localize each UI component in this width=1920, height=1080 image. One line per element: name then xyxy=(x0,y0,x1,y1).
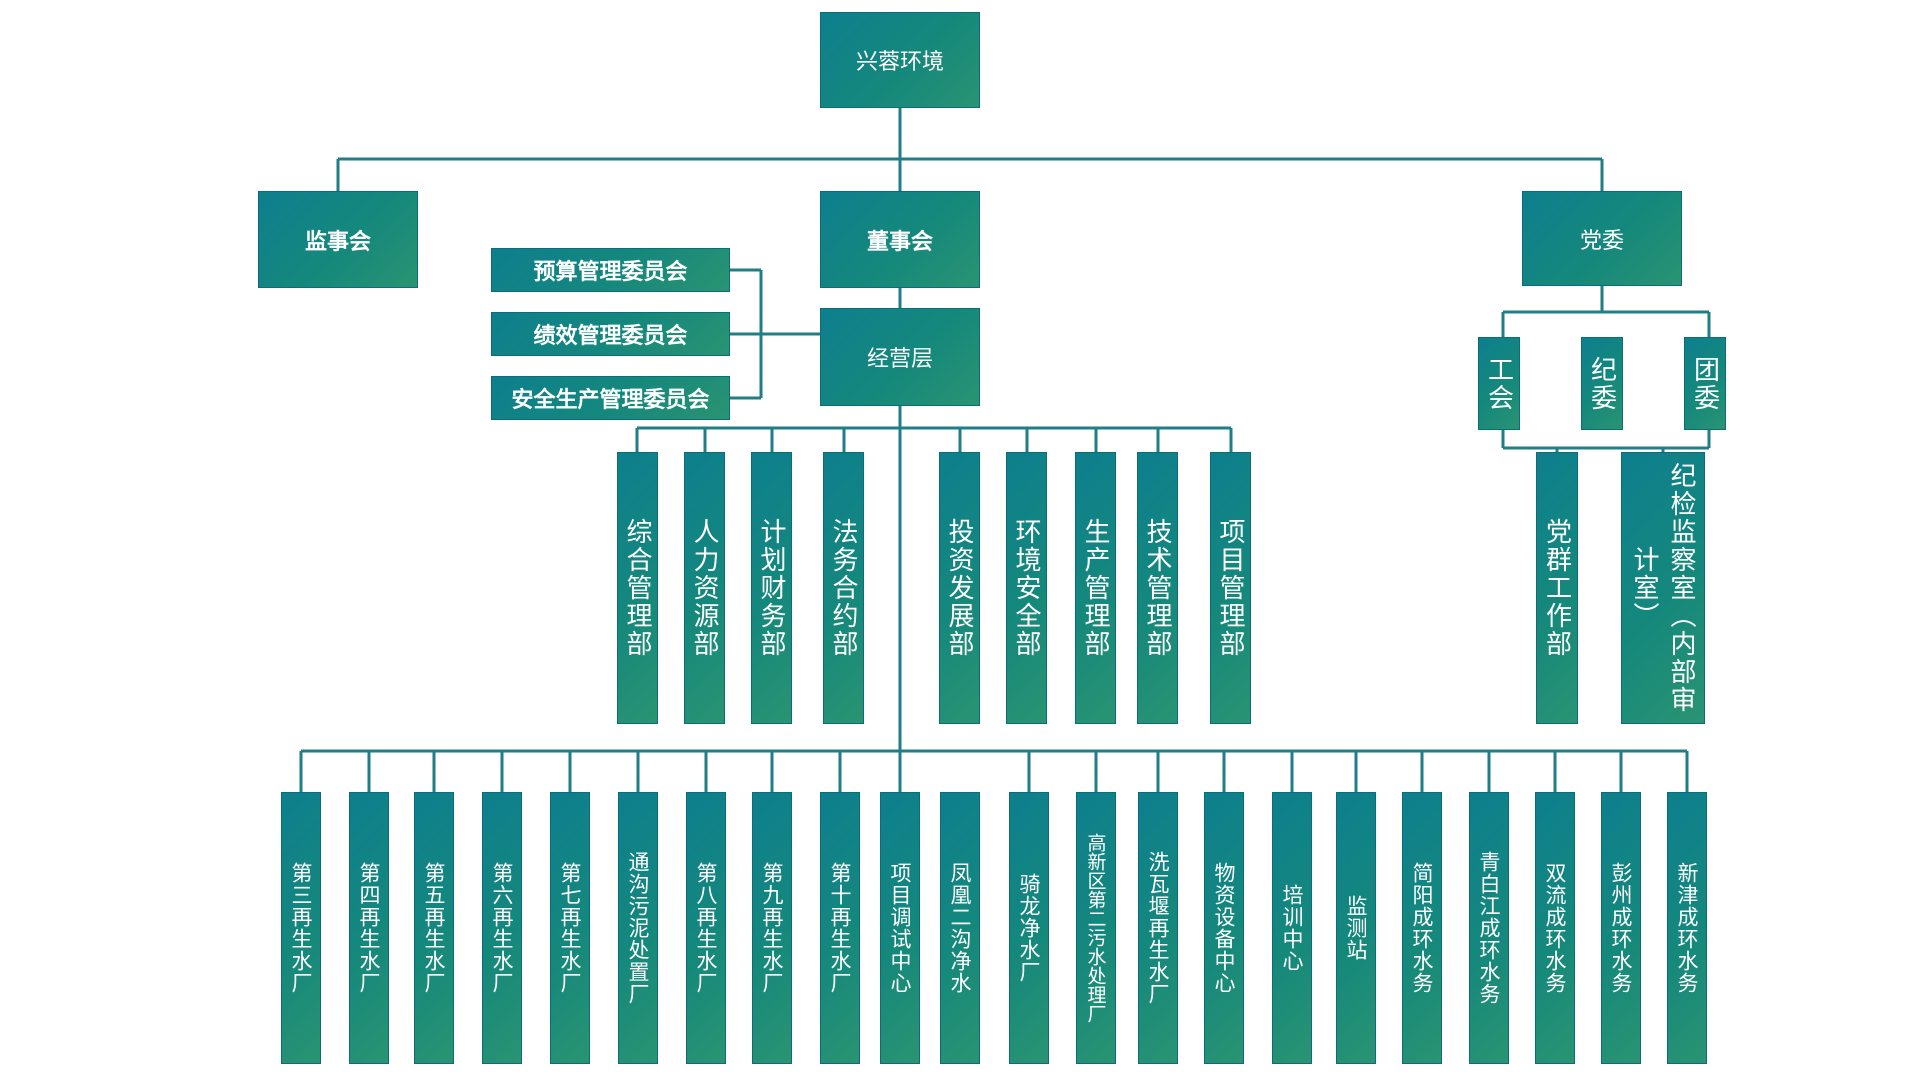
unit-10th-reclaimed-water-plant: 第十再生水厂 xyxy=(820,792,860,1064)
party-dept-mass-work: 党群工作部 xyxy=(1536,452,1578,724)
unit-materials-equipment-center: 物资设备中心 xyxy=(1204,792,1244,1064)
unit-pengzhou-water: 彭州成环水务 xyxy=(1601,792,1641,1064)
department-investment-development: 投资发展部 xyxy=(939,452,980,724)
unit-project-commissioning-center: 项目调试中心 xyxy=(880,792,920,1064)
party-dept-inspection-audit: 纪检监察室（内部审计室） xyxy=(1621,452,1705,724)
root-node: 兴蓉环境 xyxy=(820,12,980,108)
committee-budget: 预算管理委员会 xyxy=(491,248,730,292)
department-legal-contracts: 法务合约部 xyxy=(823,452,864,724)
supervisory-board-node: 监事会 xyxy=(258,191,418,288)
unit-monitoring-station: 监测站 xyxy=(1336,792,1376,1064)
unit-7th-reclaimed-water-plant: 第七再生水厂 xyxy=(550,792,590,1064)
unit-9th-reclaimed-water-plant: 第九再生水厂 xyxy=(752,792,792,1064)
unit-4th-reclaimed-water-plant: 第四再生水厂 xyxy=(349,792,389,1064)
department-technical-management: 技术管理部 xyxy=(1137,452,1178,724)
unit-6th-reclaimed-water-plant: 第六再生水厂 xyxy=(482,792,522,1064)
unit-shuangliu-water: 双流成环水务 xyxy=(1535,792,1575,1064)
unit-training-center: 培训中心 xyxy=(1272,792,1312,1064)
unit-sludge-disposal-plant: 通沟污泥处置厂 xyxy=(618,792,658,1064)
party-unit-discipline: 纪委 xyxy=(1581,337,1623,430)
unit-xiwayan-reclaimed-water-plant: 洗瓦堰再生水厂 xyxy=(1138,792,1178,1064)
department-general-management: 综合管理部 xyxy=(617,452,658,724)
department-production-management: 生产管理部 xyxy=(1075,452,1116,724)
party-unit-youth-league: 团委 xyxy=(1684,337,1726,430)
department-human-resources: 人力资源部 xyxy=(684,452,725,724)
unit-xinjin-water: 新津成环水务 xyxy=(1667,792,1707,1064)
unit-hi-tech-zone-2nd-sewage-plant: 高新区第二污水处理厂 xyxy=(1076,792,1116,1064)
department-environment-safety: 环境安全部 xyxy=(1006,452,1047,724)
unit-fenghuang-ergou-water: 凤凰二沟净水 xyxy=(940,792,980,1064)
unit-5th-reclaimed-water-plant: 第五再生水厂 xyxy=(414,792,454,1064)
unit-3rd-reclaimed-water-plant: 第三再生水厂 xyxy=(281,792,321,1064)
committee-performance: 绩效管理委员会 xyxy=(491,312,730,356)
unit-8th-reclaimed-water-plant: 第八再生水厂 xyxy=(686,792,726,1064)
unit-qilong-water-plant: 骑龙净水厂 xyxy=(1009,792,1049,1064)
committee-safety: 安全生产管理委员会 xyxy=(491,376,730,420)
unit-jianyang-water: 简阳成环水务 xyxy=(1402,792,1442,1064)
board-node: 董事会 xyxy=(820,191,980,288)
unit-qingbaijiang-water: 青白江成环水务 xyxy=(1469,792,1509,1064)
department-planning-finance: 计划财务部 xyxy=(751,452,792,724)
party-committee-node: 党委 xyxy=(1522,191,1682,286)
department-project-management: 项目管理部 xyxy=(1210,452,1251,724)
party-unit-union: 工会 xyxy=(1478,337,1520,430)
management-node: 经营层 xyxy=(820,308,980,406)
